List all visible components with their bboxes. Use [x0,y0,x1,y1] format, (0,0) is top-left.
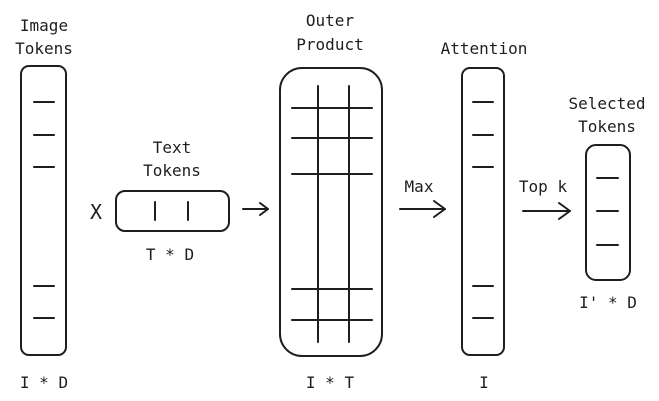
text-tokens-dims: T * D [146,245,194,264]
outer-product-label-line2: Product [296,35,363,54]
text-tokens-box [115,190,230,232]
selected-tokens-label-line2: Tokens [578,117,636,136]
arrow-to-outer-product [242,202,269,216]
multiply-operator: X [90,200,102,224]
attention-dims: I [479,373,489,392]
outer-product-dims: I * T [306,373,355,392]
selected-tokens-label-line1: Selected [568,94,645,113]
attention-box [461,67,505,356]
outer-product-label-line1: Outer [306,11,355,30]
attention-label: Attention [441,39,528,58]
image-tokens-block: Image Tokens I * D [15,16,73,392]
image-tokens-label-line1: Image [20,16,68,35]
text-tokens-label-line1: Text [153,138,192,157]
selected-tokens-box [585,144,631,281]
topk-label: Top k [519,177,568,196]
max-arrow: Max [399,177,446,218]
max-label: Max [405,177,434,196]
topk-arrow: Top k [519,177,571,220]
text-tokens-block: Text Tokens T * D [115,138,230,264]
text-tokens-label-line2: Tokens [143,161,201,180]
outer-product-block: Outer Product I * T [279,11,383,392]
image-tokens-box [20,65,67,356]
selected-tokens-block: Selected Tokens I' * D [568,94,645,312]
attention-block: Attention I [441,39,528,392]
image-tokens-dims: I * D [20,373,68,392]
selected-tokens-dims: I' * D [579,293,637,312]
outer-product-box [279,67,383,357]
image-tokens-label-line2: Tokens [15,39,73,58]
